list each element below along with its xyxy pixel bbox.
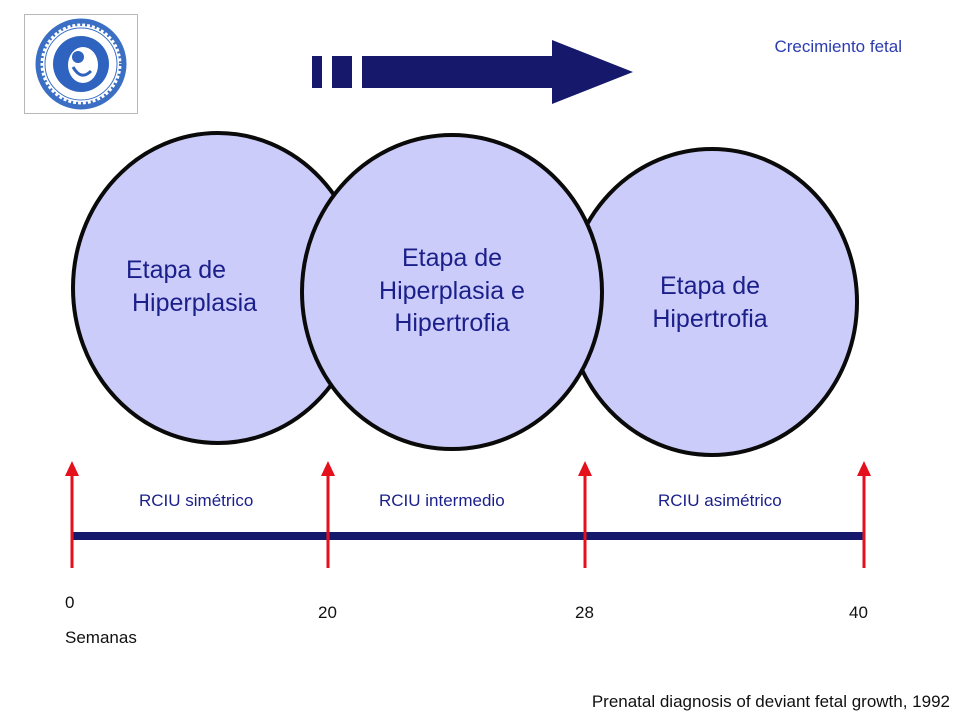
stage-label-line: Etapa de <box>126 256 227 284</box>
arrow-up-icon <box>857 461 871 476</box>
timeline-marker-28 <box>578 461 592 568</box>
stage-label-line: Etapa de <box>401 244 503 272</box>
stage-circle-hiperplasia-hipertrofia <box>300 133 604 451</box>
arrow-up-icon <box>65 461 79 476</box>
tick-label-28: 28 <box>575 603 594 622</box>
stage-label-line: Hipertrofia <box>652 304 768 333</box>
stage-label-line: Hiperplasia <box>132 288 258 317</box>
timeline-bar <box>72 532 864 540</box>
arrow-right-icon <box>312 40 633 104</box>
timeline-marker-40 <box>857 461 871 568</box>
arrow-up-icon <box>578 461 592 476</box>
axis-unit-label: Semanas <box>65 628 137 647</box>
growth-arrow <box>312 40 633 104</box>
tick-label-40: 40 <box>849 603 868 622</box>
stage-label-hipertrofia: Etapa de Hipertrofia <box>640 270 780 335</box>
stage-label-hiperplasia-hipertrofia: Etapa de Hiperplasia e Hipertrofia <box>352 242 552 340</box>
logo-box <box>24 14 138 114</box>
stage-label-line: Hipertrofia <box>394 309 510 337</box>
tick-label-0: 0 <box>65 593 75 612</box>
range-label-asimetrico: RCIU asimétrico <box>658 491 782 510</box>
header-caption: Crecimiento fetal <box>774 37 902 56</box>
medical-unit-seal-icon <box>35 18 127 110</box>
arrow-up-icon <box>321 461 335 476</box>
timeline-marker-20 <box>321 461 335 568</box>
timeline-marker-0 <box>65 461 79 568</box>
stage-label-hiperplasia: Etapa de Hiperplasia <box>126 254 257 319</box>
stage-label-line: Etapa de <box>659 272 761 300</box>
tick-label-20: 20 <box>318 603 337 622</box>
range-label-simetrico: RCIU simétrico <box>139 491 254 510</box>
range-label-intermedio: RCIU intermedio <box>379 491 505 510</box>
source-note: Prenatal diagnosis of deviant fetal grow… <box>591 692 950 711</box>
stage-label-line: Hiperplasia e <box>379 276 525 305</box>
